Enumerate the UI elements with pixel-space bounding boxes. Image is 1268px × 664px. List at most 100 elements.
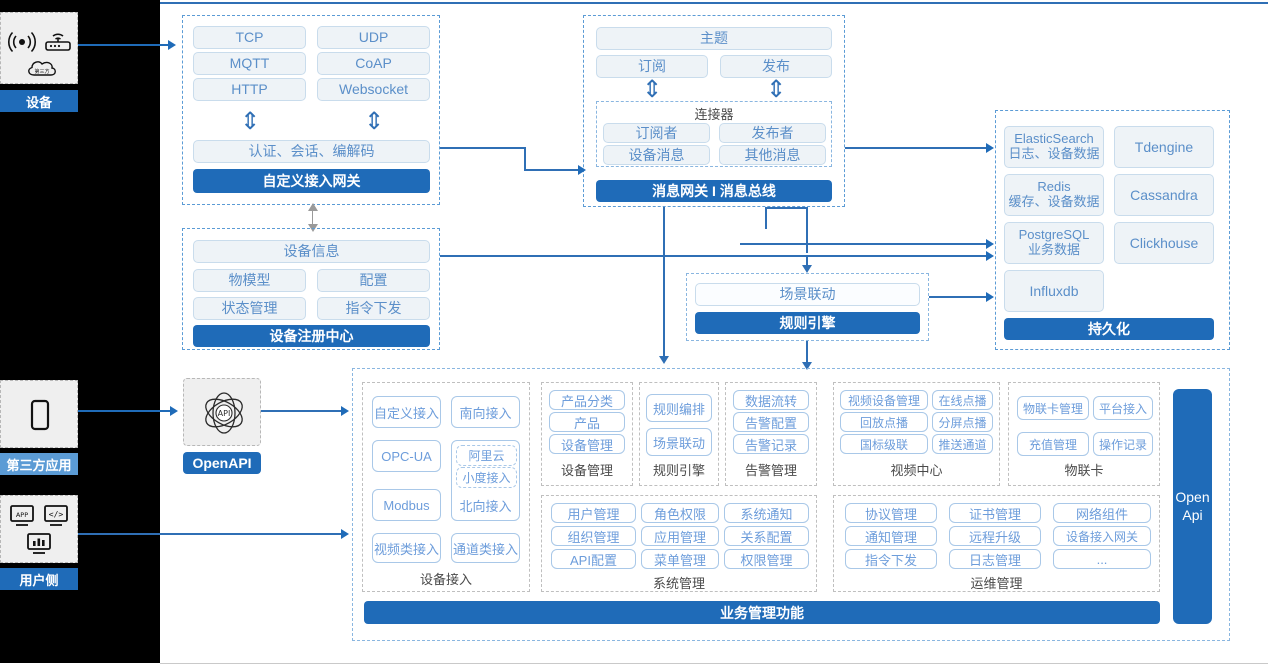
devmgmt-product-category[interactable]: 产品分类 (549, 390, 625, 410)
ops-notify-mgmt-label: 通知管理 (864, 529, 917, 545)
persistence-title-bar[interactable]: 持久化 (1004, 318, 1214, 340)
sys-app-mgmt[interactable]: 应用管理 (641, 526, 719, 546)
store-elasticsearch-name: ElasticSearch (1014, 131, 1094, 147)
protocol-mqtt[interactable]: MQTT (193, 52, 306, 75)
ops-more[interactable]: ... (1053, 549, 1151, 569)
subscribe-label: 订阅 (638, 58, 666, 75)
ops-command-dispatch-label: 指令下发 (864, 552, 917, 568)
iotcard-platform-access[interactable]: 平台接入 (1093, 396, 1153, 420)
video-gb-cascade[interactable]: 国标级联 (840, 434, 928, 454)
video-device-mgmt[interactable]: 视频设备管理 (840, 390, 928, 410)
protocol-tcp[interactable]: TCP (193, 26, 306, 49)
ops-log-mgmt[interactable]: 日志管理 (949, 549, 1041, 569)
ops-protocol-mgmt[interactable]: 协议管理 (845, 503, 937, 523)
video-split-screen[interactable]: 分屏点播 (932, 412, 993, 432)
access-video[interactable]: 视频类接入 (372, 533, 441, 563)
sys-org-mgmt[interactable]: 组织管理 (551, 526, 636, 546)
gateway-middle-layer-label: 认证、会话、编解码 (248, 143, 375, 160)
connector-device-message[interactable]: 设备消息 (603, 145, 710, 165)
store-clickhouse[interactable]: Clickhouse (1114, 222, 1214, 264)
northbound-xiaodu[interactable]: 小度接入 (456, 467, 517, 488)
devmgmt-device[interactable]: 设备管理 (549, 434, 625, 454)
ops-device-gateway[interactable]: 设备接入网关 (1053, 526, 1151, 546)
sys-user-mgmt[interactable]: 用户管理 (551, 503, 636, 523)
module-system-caption-label: 系统管理 (652, 575, 705, 591)
protocol-udp[interactable]: UDP (317, 26, 430, 49)
access-channel-label: 通道类接入 (452, 541, 518, 557)
rule-scene-linkage[interactable]: 场景联动 (646, 428, 712, 456)
sys-notification-label: 系统通知 (740, 506, 793, 522)
iotcard-operation-log-label: 操作记录 (1098, 437, 1147, 452)
video-playback[interactable]: 回放点播 (840, 412, 928, 432)
rule-engine-title-label: 规则引擎 (779, 315, 836, 331)
ops-command-dispatch[interactable]: 指令下发 (845, 549, 937, 569)
registry-config[interactable]: 配置 (317, 269, 430, 292)
access-custom[interactable]: 自定义接入 (372, 396, 441, 428)
sys-role-perm[interactable]: 角色权限 (641, 503, 719, 523)
store-redis[interactable]: Redis 缓存、设备数据 (1004, 174, 1104, 216)
access-opcua[interactable]: OPC-UA (372, 440, 441, 472)
openapi-card: API (183, 378, 261, 446)
store-postgresql[interactable]: PostgreSQL 业务数据 (1004, 222, 1104, 264)
gateway-middle-layer[interactable]: 认证、会话、编解码 (193, 140, 430, 163)
persistence-title-label: 持久化 (1088, 321, 1130, 337)
devmgmt-product[interactable]: 产品 (549, 412, 625, 432)
access-opcua-label: OPC-UA (381, 448, 432, 464)
store-elasticsearch[interactable]: ElasticSearch 日志、设备数据 (1004, 126, 1104, 168)
openapi-vertical-bar[interactable]: Open Api (1173, 389, 1212, 624)
ops-remote-upgrade[interactable]: 远程升级 (949, 526, 1041, 546)
iotcard-mgmt[interactable]: 物联卡管理 (1017, 396, 1089, 420)
alarm-config[interactable]: 告警配置 (733, 412, 809, 432)
connector-other-message[interactable]: 其他消息 (719, 145, 826, 165)
message-bus-title-bar[interactable]: 消息网关 I 消息总线 (596, 180, 832, 202)
access-southbound[interactable]: 南向接入 (451, 396, 520, 428)
registry-state[interactable]: 状态管理 (193, 297, 306, 320)
iotcard-operation-log[interactable]: 操作记录 (1093, 432, 1153, 456)
registry-thing-model[interactable]: 物模型 (193, 269, 306, 292)
arrow-rule-to-persistence (986, 292, 994, 302)
ops-network-component[interactable]: 网络组件 (1053, 503, 1151, 523)
protocol-coap[interactable]: CoAP (317, 52, 430, 75)
gateway-title-bar[interactable]: 自定义接入网关 (193, 169, 430, 193)
rule-orchestration[interactable]: 规则编排 (646, 394, 712, 422)
ops-notify-mgmt[interactable]: 通知管理 (845, 526, 937, 546)
access-modbus[interactable]: Modbus (372, 489, 441, 521)
registry-state-label: 状态管理 (221, 300, 278, 317)
alarm-data-flow[interactable]: 数据流转 (733, 390, 809, 410)
cloud-icon: 第三方 (25, 57, 59, 79)
sys-notification[interactable]: 系统通知 (724, 503, 809, 523)
sys-relation-config[interactable]: 关系配置 (724, 526, 809, 546)
sys-menu-mgmt[interactable]: 菜单管理 (641, 549, 719, 569)
access-channel[interactable]: 通道类接入 (451, 533, 520, 563)
device-info-pill[interactable]: 设备信息 (193, 240, 430, 263)
iotcard-recharge[interactable]: 充值管理 (1017, 432, 1089, 456)
store-cassandra[interactable]: Cassandra (1114, 174, 1214, 216)
northbound-xiaodu-label: 小度接入 (462, 471, 511, 485)
video-push-channel[interactable]: 推送通道 (932, 434, 993, 454)
protocol-http[interactable]: HTTP (193, 78, 306, 101)
sys-perm-mgmt[interactable]: 权限管理 (724, 549, 809, 569)
northbound-aliyun[interactable]: 阿里云 (456, 445, 517, 466)
rule-engine-title-bar[interactable]: 规则引擎 (695, 312, 920, 334)
northbound-container[interactable]: 阿里云 小度接入 北向接入 (451, 440, 520, 521)
video-push-channel-label: 推送通道 (938, 437, 987, 452)
openapi-badge[interactable]: OpenAPI (183, 452, 261, 474)
sys-role-perm-label: 角色权限 (653, 506, 706, 522)
topic-pill[interactable]: 主题 (596, 27, 832, 50)
protocol-websocket[interactable]: Websocket (317, 78, 430, 101)
store-tdengine[interactable]: Tdengine (1114, 126, 1214, 168)
video-online-play[interactable]: 在线点播 (932, 390, 993, 410)
ops-cert-mgmt[interactable]: 证书管理 (949, 503, 1041, 523)
scene-linkage-pill[interactable]: 场景联动 (695, 283, 920, 306)
connector-publisher[interactable]: 发布者 (719, 123, 826, 143)
subscribe-pill[interactable]: 订阅 (596, 55, 708, 78)
business-footer-bar[interactable]: 业务管理功能 (364, 601, 1160, 624)
publish-pill[interactable]: 发布 (720, 55, 832, 78)
registry-command[interactable]: 指令下发 (317, 297, 430, 320)
connector-subscriber[interactable]: 订阅者 (603, 123, 710, 143)
registry-title-bar[interactable]: 设备注册中心 (193, 325, 430, 347)
store-influxdb[interactable]: Influxdb (1004, 270, 1104, 312)
sys-api-config[interactable]: API配置 (551, 549, 636, 569)
alarm-record[interactable]: 告警记录 (733, 434, 809, 454)
